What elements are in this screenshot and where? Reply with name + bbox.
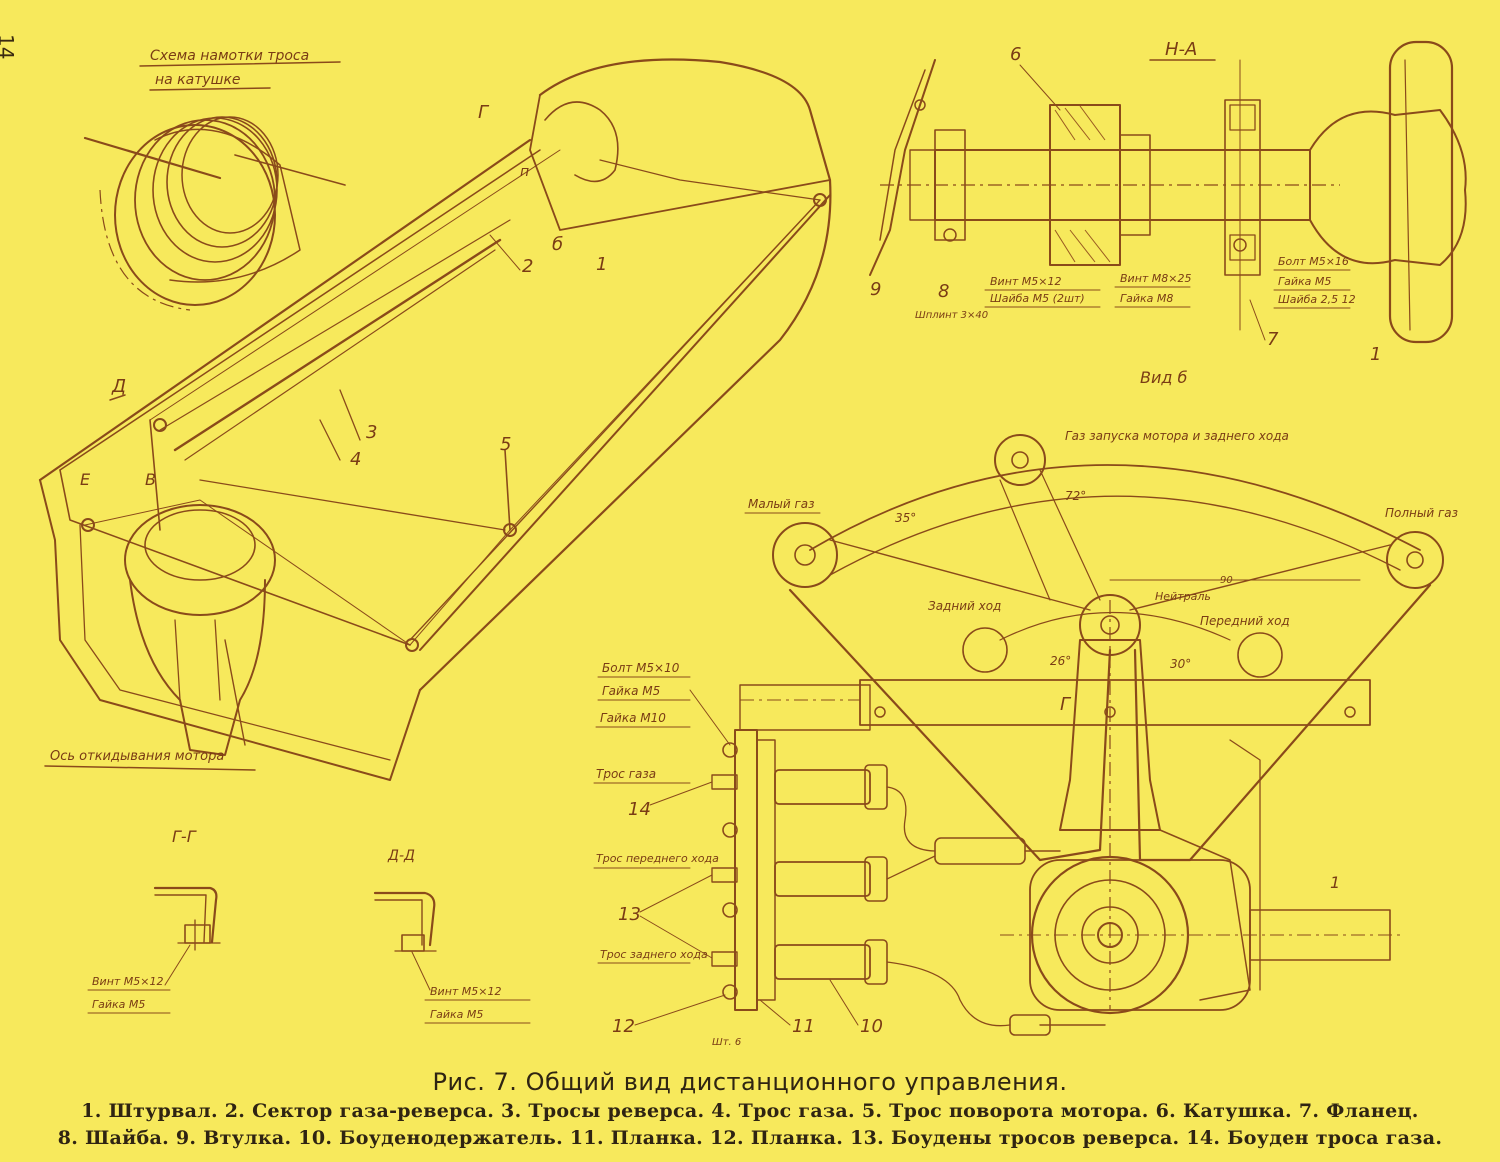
winding-scheme-diagram: Схема намотки троса на катушке: [83, 48, 346, 311]
part-label-screw-m5x12: Винт М5×12: [990, 275, 1062, 288]
section-d-d-view: Д-Д Винт М5×12 Гайка М5: [373, 848, 531, 1024]
section-callout-7: 7: [1267, 329, 1279, 350]
section-callout-6: 6: [1010, 44, 1021, 65]
bowden-holder-view: Болт М5×10 Гайка М5 Гайка М10 Трос газа …: [593, 661, 1011, 1048]
angle-35: 35°: [895, 511, 916, 525]
section-dd-nut: Гайка М5: [430, 1008, 483, 1021]
sector-top-label: Газ запуска мотора и заднего хода: [1065, 429, 1289, 443]
section-mark-v: В: [145, 470, 156, 489]
bowden-label-bolt: Болт М5×10: [602, 661, 680, 675]
bowden-callout-14: 14: [628, 799, 651, 820]
sector-callout-1: 1: [1330, 873, 1340, 892]
label-full-throttle: Полный газ: [1385, 506, 1458, 520]
angle-26: 26°: [1050, 654, 1071, 668]
winding-note-line1: Схема намотки троса: [150, 48, 309, 64]
bowden-tube-reverse: [774, 939, 1011, 1027]
tilt-axis-note: Ось откидывания мотора: [50, 749, 224, 764]
part-label-washer-2-5: Шайба 2,5 12: [1278, 293, 1356, 306]
section-dd-screw: Винт М5×12: [430, 985, 502, 998]
bowden-label-gas-cable: Трос газа: [596, 767, 656, 781]
bowden-label-nut-m5: Гайка М5: [602, 684, 660, 698]
label-reverse: Задний ход: [928, 599, 1001, 613]
callout-2: 2: [522, 256, 533, 277]
part-label-cotter-pin: Шплинт 3×40: [915, 310, 988, 321]
bowden-callout-10: 10: [860, 1016, 883, 1037]
part-label-screw-m8x25: Винт М8×25: [1120, 272, 1192, 285]
bowden-callout-11: 11: [792, 1016, 815, 1037]
part-label-nut-m8: Гайка М8: [1120, 292, 1173, 305]
section-mark-g-top: Г: [478, 102, 490, 123]
section-ha-title: Н-А: [1165, 39, 1197, 60]
part-label-washer-m5: Шайба М5 (2шт): [990, 292, 1085, 305]
bowden-label-reverse-cable: Трос заднего хода: [600, 948, 708, 961]
section-mark-e: Е: [80, 470, 91, 489]
figure-caption-title: Рис. 7. Общий вид дистанционного управле…: [432, 1068, 1068, 1096]
figure-legend-line-2: 8. Шайба. 9. Втулка. 10. Боуденодержател…: [57, 1127, 1443, 1149]
section-ha-view: Н-А 6 9 8 7 1: [869, 39, 1467, 387]
angle-30: 30°: [1170, 657, 1191, 671]
section-g1-title: Г-Г: [172, 827, 197, 846]
callout-3: 3: [366, 422, 377, 443]
section-mark-d: Д: [111, 376, 126, 397]
callout-4: 4: [350, 449, 361, 470]
bowden-label-nut-m10: Гайка М10: [600, 711, 666, 725]
bowden-tube-gas: [774, 764, 936, 852]
throttle-sector-view: Газ запуска мотора и заднего хода Малый …: [739, 429, 1458, 1036]
section-g-g-view: Г-Г Винт М5×12 Гайка М5: [87, 827, 221, 1014]
section-mark-g-sector: Г: [1060, 694, 1072, 715]
callout-1: 1: [596, 254, 607, 275]
section-g1-screw: Винт М5×12: [92, 975, 164, 988]
section-callout-1: 1: [1370, 344, 1381, 365]
winding-note-line2: на катушке: [155, 72, 241, 88]
view-b-label: Вид б: [1140, 368, 1188, 387]
section-g1-nut: Гайка М5: [92, 998, 145, 1011]
bowden-callout-12: 12: [612, 1016, 635, 1037]
bowden-label-forward-cable: Трос переднего хода: [596, 852, 719, 865]
part-label-bolt-m5x16: Болт М5×16: [1278, 255, 1349, 268]
part-label-nut-m5: Гайка М5: [1278, 275, 1331, 288]
callout-5: 5: [500, 434, 511, 455]
bowden-tube-forward: [774, 855, 936, 902]
angle-72: 72°: [1065, 489, 1086, 503]
section-dd-title: Д-Д: [387, 848, 415, 864]
figure-legend-line-1: 1. Штурвал. 2. Сектор газа-реверса. 3. Т…: [81, 1100, 1419, 1122]
boat-hull-view: Г Д Е В 2 б 3 4 5 1 п Ось откидывания мо…: [38, 58, 832, 781]
label-forward: Передний ход: [1200, 614, 1290, 628]
bowden-small-label: Шт. 6: [712, 1037, 741, 1048]
callout-p: п: [520, 164, 529, 180]
label-low-throttle: Малый газ: [748, 497, 815, 511]
label-neutral: Нейтраль: [1155, 590, 1211, 603]
callout-b: б: [552, 234, 563, 255]
section-callout-8: 8: [938, 281, 949, 302]
bowden-callout-13: 13: [618, 904, 641, 925]
section-callout-9: 9: [870, 279, 881, 300]
